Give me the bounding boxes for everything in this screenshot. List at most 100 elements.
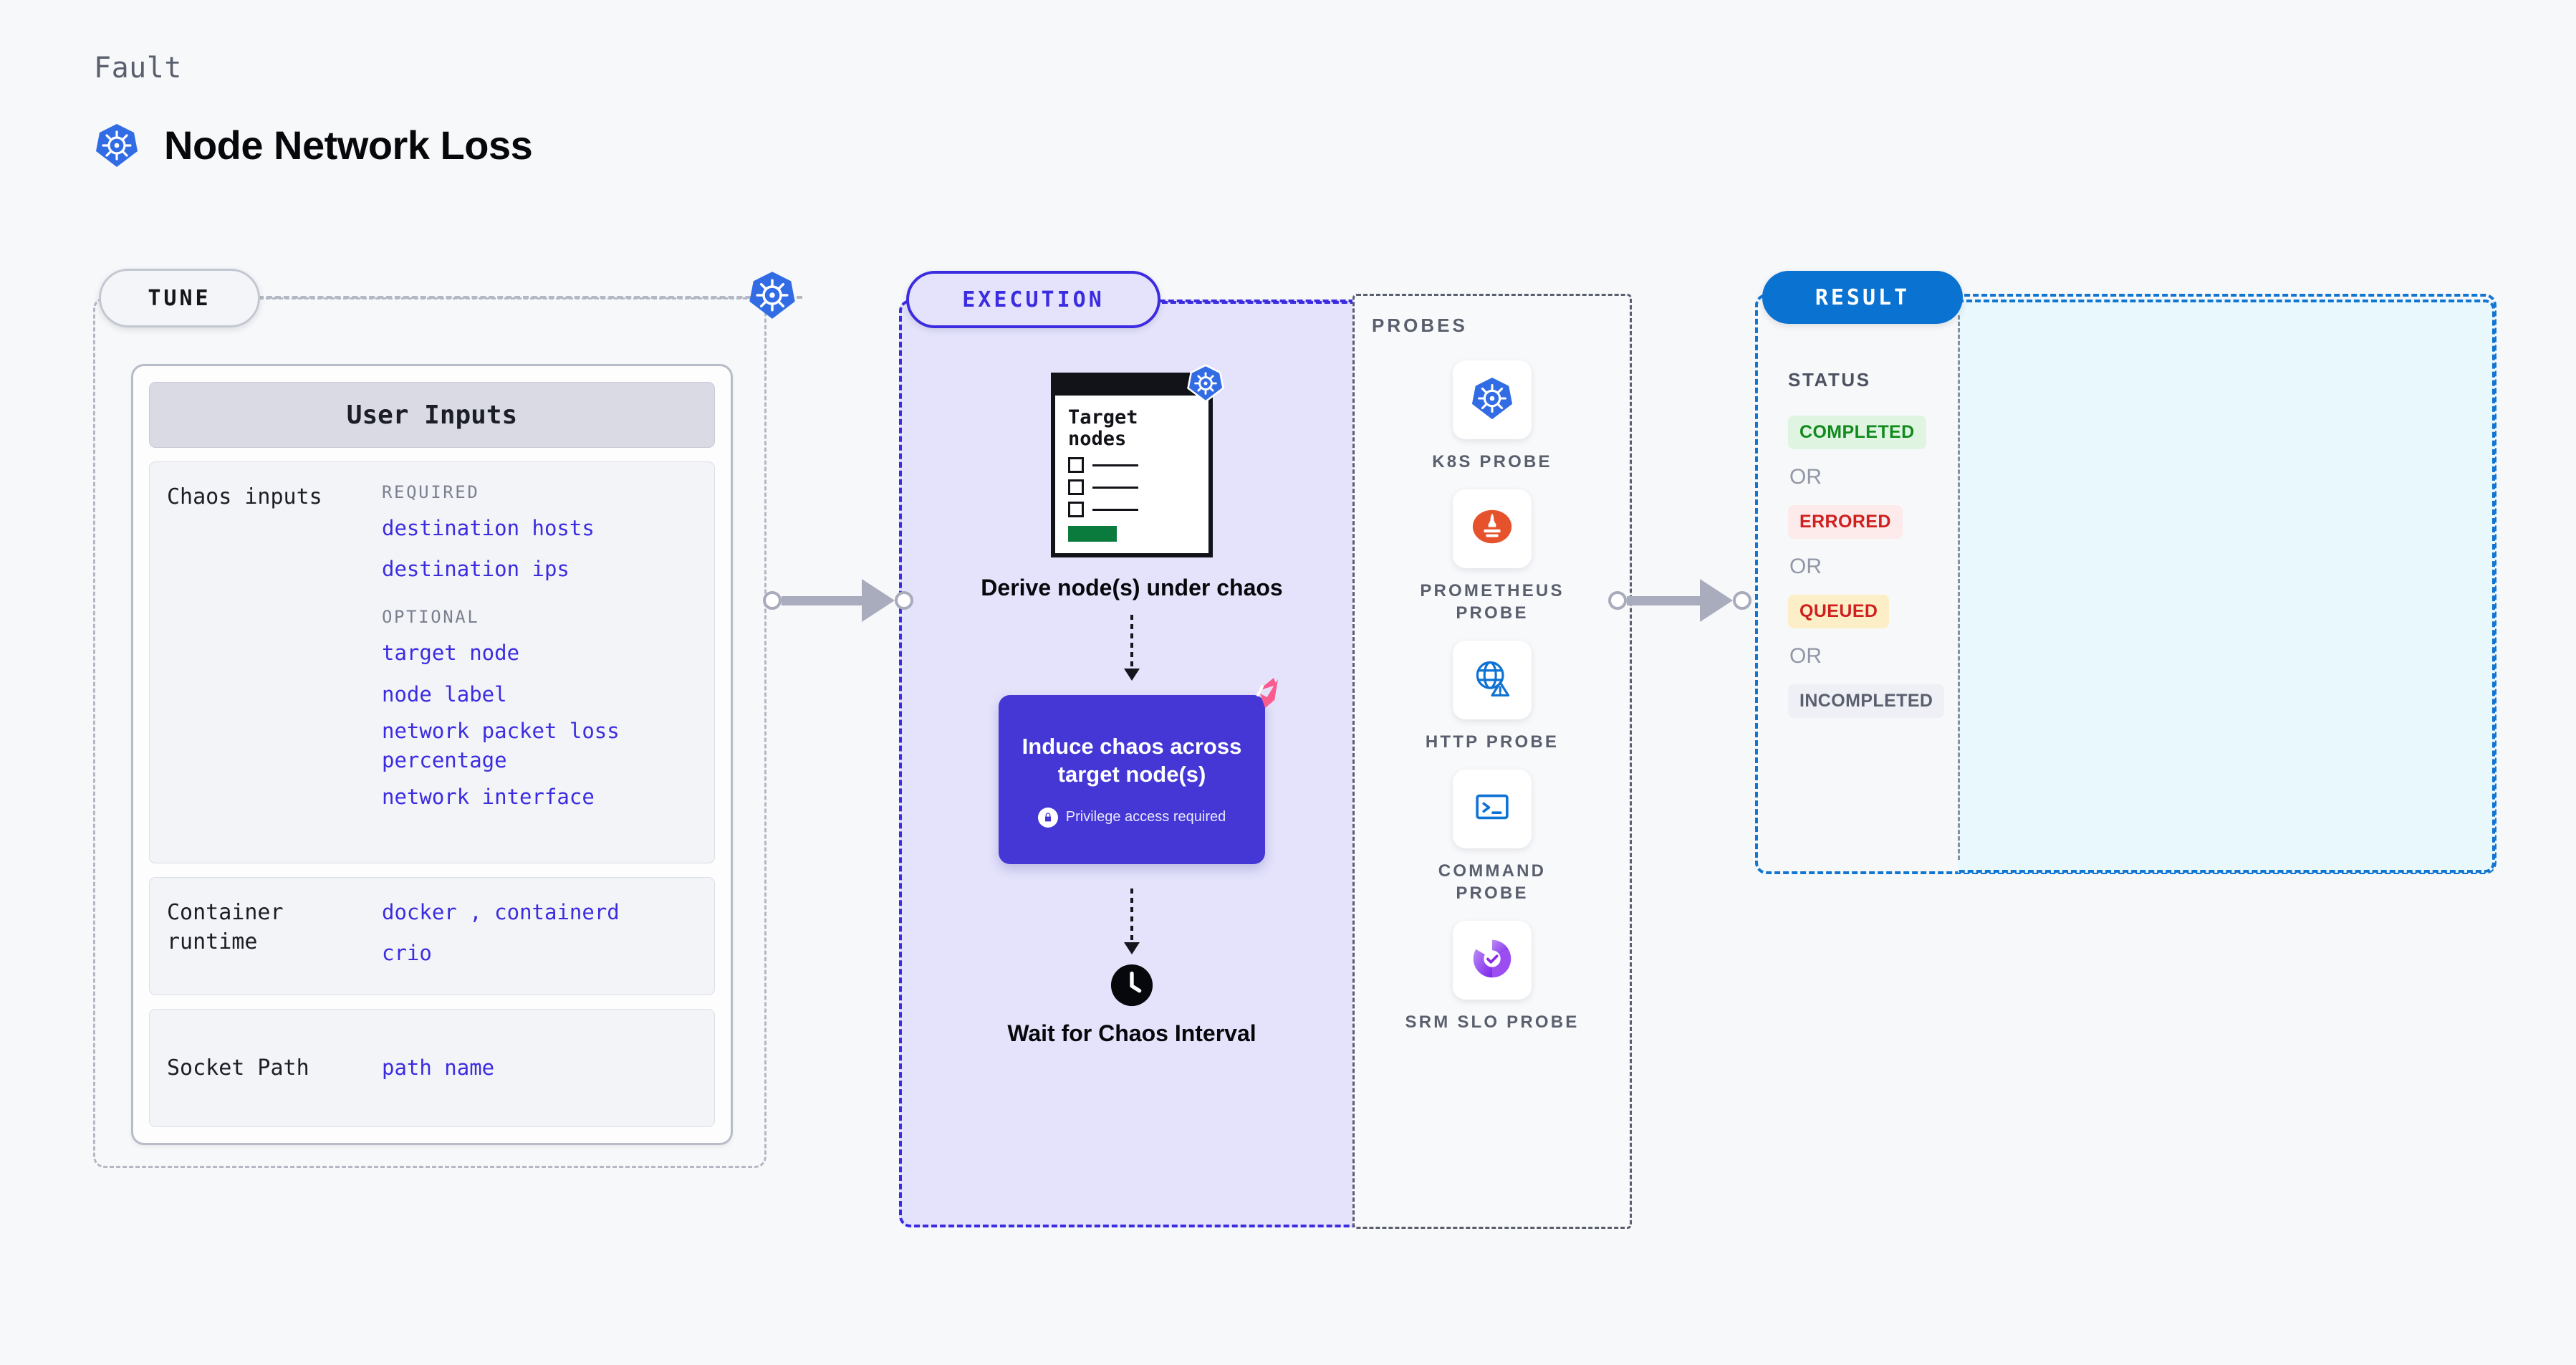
probe-label: HTTP PROBE <box>1425 732 1559 752</box>
connector-bar <box>1627 595 1701 605</box>
result-stage: RESULT <box>1755 271 2496 874</box>
probe-label: COMMAND PROBE <box>1438 861 1547 904</box>
probe-item-http[interactable]: HTTP PROBE <box>1355 641 1630 754</box>
card-body: Target nodes <box>1055 396 1208 542</box>
probe-tile[interactable] <box>1453 921 1532 1000</box>
tune-stage: TUNE <box>93 269 766 1168</box>
result-stage-border <box>1755 294 2496 874</box>
list-item <box>1068 457 1196 474</box>
privilege-note-text: Privilege access required <box>1065 809 1226 825</box>
placeholder-line <box>1092 486 1138 489</box>
socket-path-body: path name <box>382 1053 697 1083</box>
value-crio[interactable]: crio <box>382 941 432 966</box>
or-separator: OR <box>1789 644 1822 668</box>
connector-end-dot <box>1733 591 1751 610</box>
kubernetes-icon <box>1186 364 1225 403</box>
probe-item-prometheus[interactable]: PROMETHEUS PROBE <box>1355 489 1630 625</box>
list-item <box>1068 479 1196 496</box>
connector-end-dot <box>895 591 913 610</box>
lock-icon <box>1037 807 1058 828</box>
probe-tile[interactable] <box>1453 360 1532 439</box>
induce-chaos-step: Induce chaos across target node(s) Privi… <box>999 678 1278 865</box>
chaos-inputs-section: Chaos inputs REQUIRED destination hosts … <box>149 461 715 863</box>
chaos-inputs-label: Chaos inputs <box>167 484 322 509</box>
checkbox-icon[interactable] <box>1068 502 1084 518</box>
connector-execution-to-result <box>1608 579 1751 622</box>
result-stage-pill[interactable]: RESULT <box>1762 271 1963 324</box>
value-containerd[interactable]: containerd <box>494 900 620 924</box>
page-title-row: Node Network Loss <box>94 122 533 168</box>
connector-tune-to-execution <box>763 579 913 622</box>
status-badge-incompleted: INCOMPLETED <box>1788 684 1945 718</box>
connector-arrowhead <box>1700 579 1733 622</box>
status-badge-completed: COMPLETED <box>1788 416 1926 449</box>
srm-slo-icon <box>1471 937 1514 984</box>
connector-bar <box>782 595 863 605</box>
probe-item-k8s[interactable]: K8S PROBE <box>1355 360 1630 474</box>
or-separator: OR <box>1789 465 1822 489</box>
prometheus-icon <box>1470 504 1514 552</box>
connector-start-dot <box>763 591 782 610</box>
confirm-button[interactable] <box>1068 526 1117 542</box>
user-inputs-title: User Inputs <box>149 382 715 448</box>
flow-arrow-2 <box>1130 889 1133 945</box>
status-title: STATUS <box>1788 369 1871 391</box>
value-docker[interactable]: docker <box>382 900 457 924</box>
target-nodes-card: Target nodes <box>1051 364 1224 557</box>
induce-chaos-title: Induce chaos across target node(s) <box>1022 733 1242 787</box>
node-checkbox-list <box>1068 457 1196 518</box>
optional-group-title: OPTIONAL <box>382 607 480 628</box>
probe-label: PROMETHEUS PROBE <box>1420 580 1565 623</box>
container-runtime-body: docker , containerd crio <box>382 898 697 974</box>
connector-arrowhead <box>862 579 895 622</box>
probes-list: K8S PROBE PROMETHEUS PROBE <box>1355 360 1630 1034</box>
probe-label: K8S PROBE <box>1432 452 1552 471</box>
kubernetes-icon <box>1470 376 1514 424</box>
value-separator: , <box>469 900 482 924</box>
probes-panel-title: PROBES <box>1372 315 1468 336</box>
required-group-title: REQUIRED <box>382 482 480 502</box>
result-status-column: STATUS COMPLETED OR ERRORED OR QUEUED OR… <box>1788 369 1953 718</box>
probe-tile[interactable] <box>1453 489 1532 568</box>
param-network-packet-loss-percentage[interactable]: network packet loss percentage <box>382 718 620 772</box>
container-runtime-values-row1[interactable]: docker , containerd <box>382 898 697 927</box>
container-runtime-section: Container runtime docker , containerd cr… <box>149 877 715 995</box>
privilege-note-row: Privilege access required <box>1037 807 1226 828</box>
param-destination-ips[interactable]: destination ips <box>382 557 569 582</box>
container-runtime-label: Container runtime <box>167 900 284 955</box>
checkbox-icon[interactable] <box>1068 457 1084 474</box>
probe-tile[interactable] <box>1453 769 1532 848</box>
harness-icon <box>1236 676 1281 714</box>
param-destination-hosts[interactable]: destination hosts <box>382 516 595 540</box>
probe-item-srm-slo[interactable]: SRM SLO PROBE <box>1355 921 1630 1034</box>
chaos-inputs-body: REQUIRED destination hosts destination i… <box>382 482 697 843</box>
socket-path-label: Socket Path <box>167 1055 309 1081</box>
param-node-label[interactable]: node label <box>382 681 507 707</box>
card-titlebar <box>1055 377 1208 396</box>
checkbox-icon[interactable] <box>1068 479 1084 496</box>
tune-stage-border <box>93 297 766 1168</box>
param-network-interface[interactable]: network interface <box>382 785 595 810</box>
param-target-node[interactable]: target node <box>382 641 520 666</box>
flow-arrow-1 <box>1130 615 1133 671</box>
status-badge-queued: QUEUED <box>1788 595 1890 628</box>
probe-label: SRM SLO PROBE <box>1405 1012 1580 1033</box>
value-path-name[interactable]: path name <box>382 1055 495 1080</box>
probes-panel: PROBES K8S PROBE <box>1352 294 1632 1229</box>
kubernetes-icon <box>94 123 140 168</box>
step3-caption: Wait for Chaos Interval <box>1007 1020 1256 1047</box>
execution-stage-pill[interactable]: EXECUTION <box>906 271 1160 328</box>
globe-warning-icon <box>1471 657 1514 704</box>
probe-item-command[interactable]: COMMAND PROBE <box>1355 769 1630 905</box>
tune-stage-pill[interactable]: TUNE <box>99 269 260 327</box>
execution-flow: Target nodes Derive n <box>931 364 1332 1048</box>
status-badge-errored: ERRORED <box>1788 505 1903 539</box>
probe-tile[interactable] <box>1453 641 1532 720</box>
kubernetes-icon <box>747 270 797 320</box>
placeholder-line <box>1092 508 1138 511</box>
connector-start-dot <box>1608 591 1627 610</box>
user-inputs-card: User Inputs Chaos inputs REQUIRED destin… <box>131 364 733 1145</box>
step1-caption: Derive node(s) under chaos <box>981 575 1283 600</box>
terminal-icon <box>1471 786 1513 831</box>
clock-icon <box>1110 963 1154 1007</box>
